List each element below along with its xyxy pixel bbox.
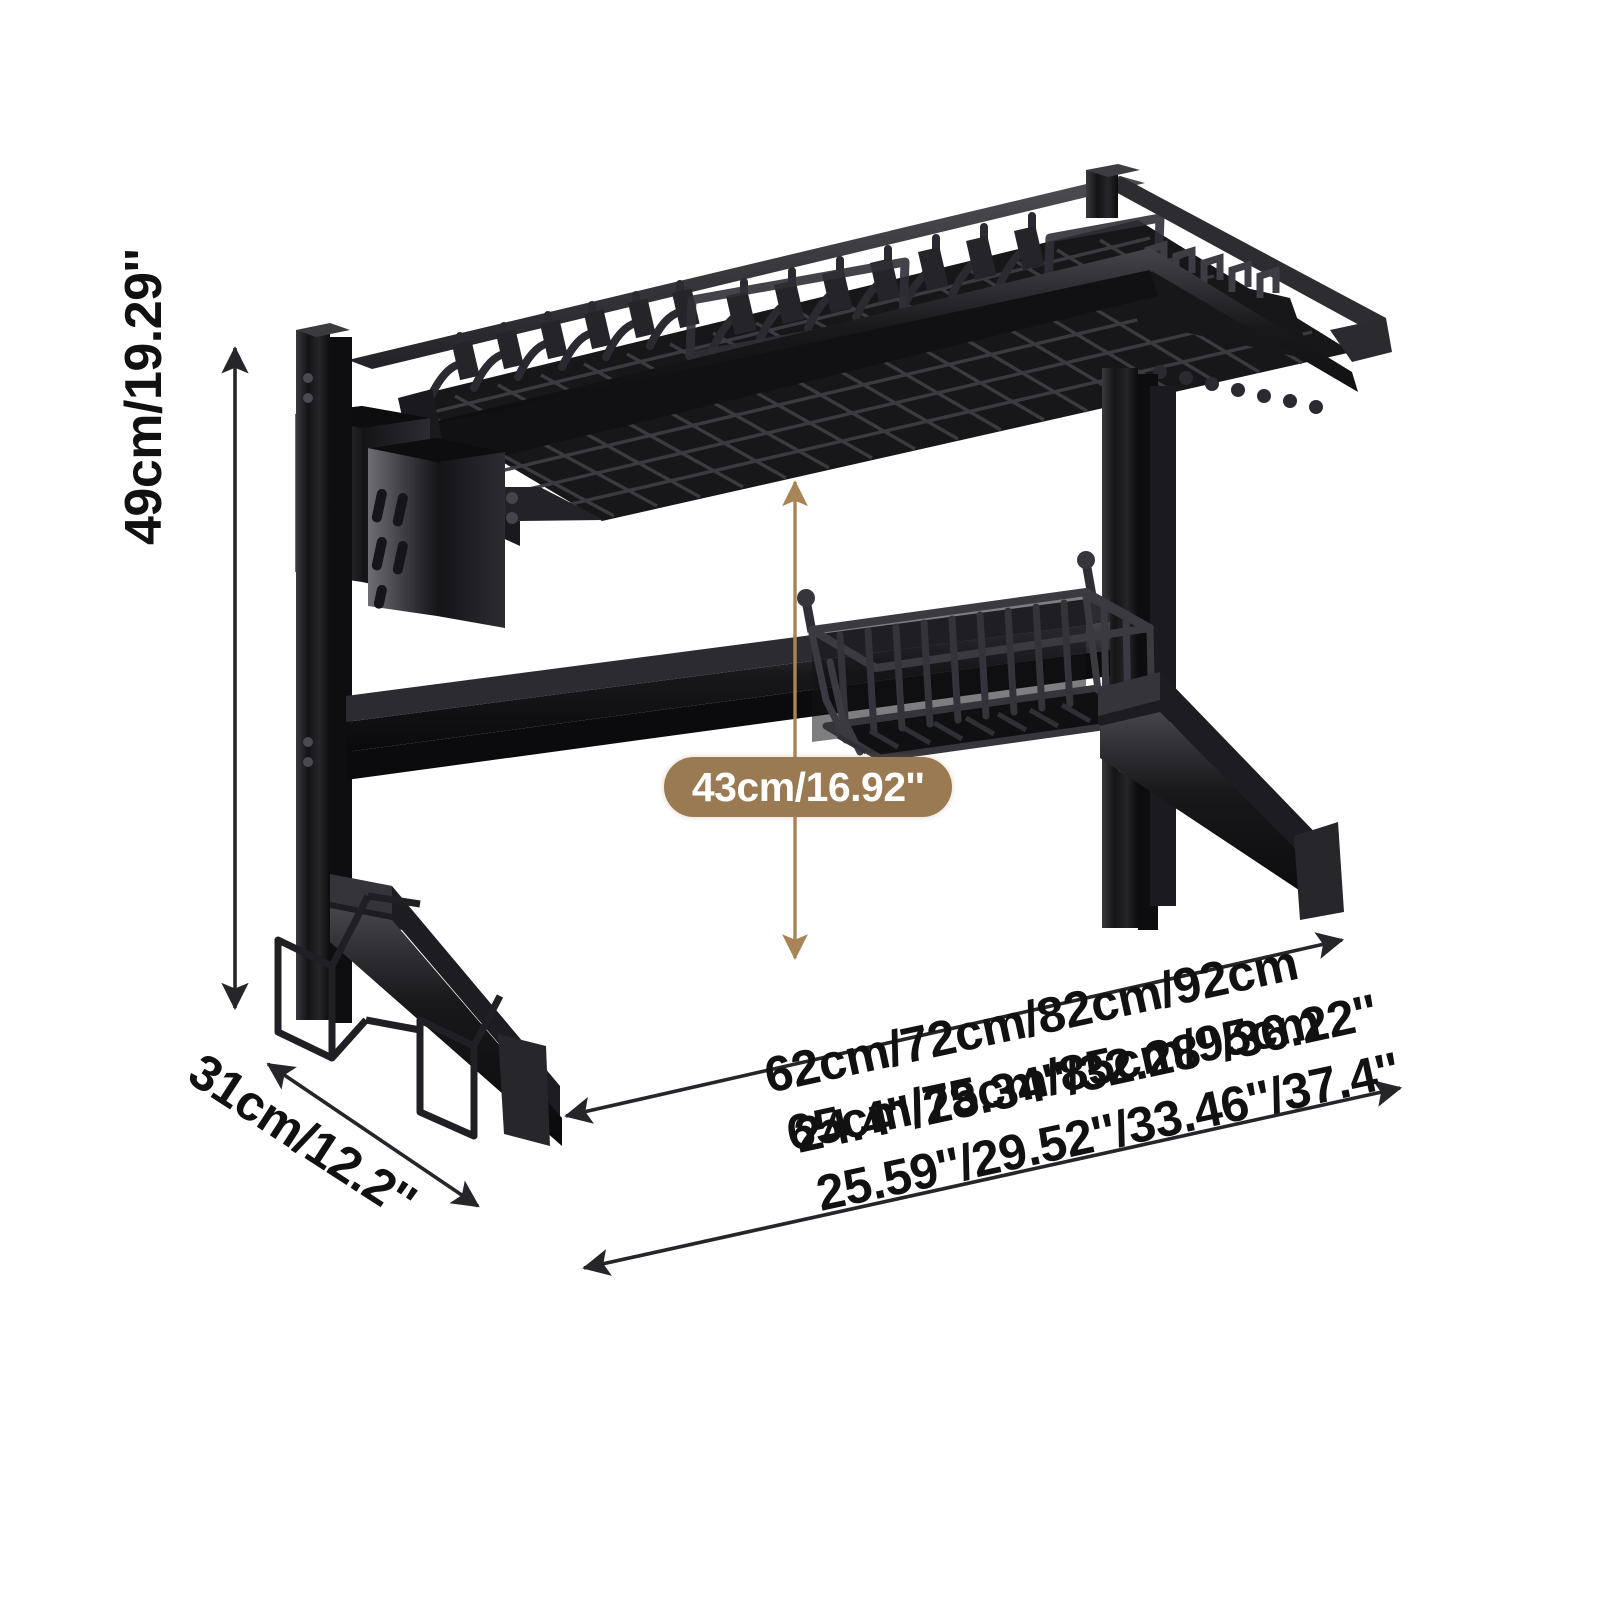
width-arrow-lower <box>582 1080 1403 1276</box>
clearance-dimension-badge: 43cm/16.92'' <box>664 757 952 817</box>
rear-fins <box>452 226 1045 381</box>
hanging-basket <box>797 551 1156 762</box>
rack-geometry <box>274 164 1392 1146</box>
top-shelf <box>348 176 1392 546</box>
base-foot-right <box>1098 672 1344 920</box>
base-foot-left <box>274 874 562 1146</box>
clearance-dimension-label: 43cm/16.92'' <box>691 763 925 810</box>
height-dimension-label: 49cm/19.29'' <box>115 248 173 545</box>
depth-arrow <box>266 1062 480 1208</box>
left-vertical-post <box>296 323 352 1023</box>
right-vertical-post <box>1086 164 1176 930</box>
